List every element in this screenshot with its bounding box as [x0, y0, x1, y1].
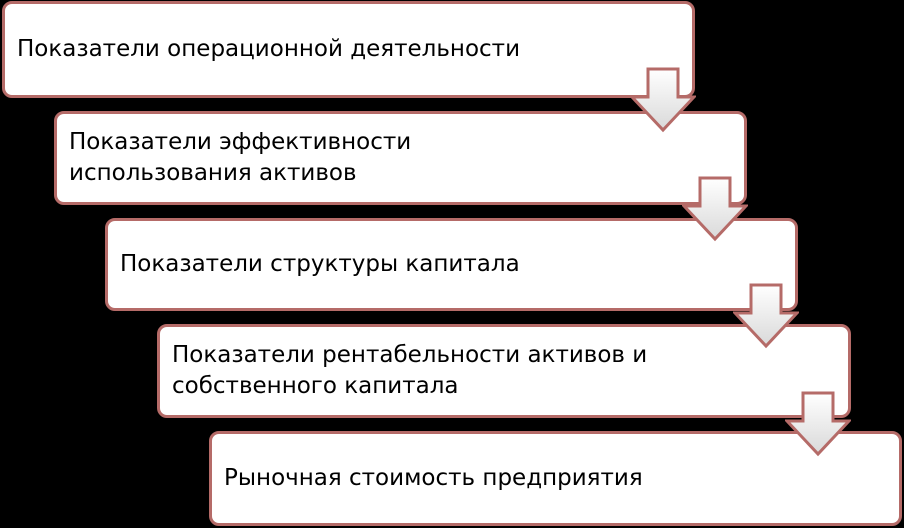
step-label: Показатели рентабельности активов и собс…: [172, 342, 648, 399]
step-box-operational-indicators: Показатели операционной деятельности: [2, 1, 695, 98]
step-label: Показатели операционной деятельности: [17, 36, 521, 62]
step-box-market-value: Рыночная стоимость предприятия: [209, 431, 902, 526]
step-box-profitability-indicators: Показатели рентабельности активов и собс…: [157, 324, 851, 418]
down-arrow-icon: [630, 67, 696, 133]
step-label: Показатели эффективности использования а…: [69, 129, 412, 186]
step-box-asset-efficiency-indicators: Показатели эффективности использования а…: [54, 111, 747, 205]
down-arrow-icon: [785, 391, 851, 457]
step-label: Рыночная стоимость предприятия: [224, 465, 643, 491]
down-arrow-icon: [733, 283, 799, 349]
step-box-capital-structure-indicators: Показатели структуры капитала: [105, 218, 798, 311]
down-arrow-icon: [682, 176, 748, 242]
step-label: Показатели структуры капитала: [120, 251, 520, 277]
